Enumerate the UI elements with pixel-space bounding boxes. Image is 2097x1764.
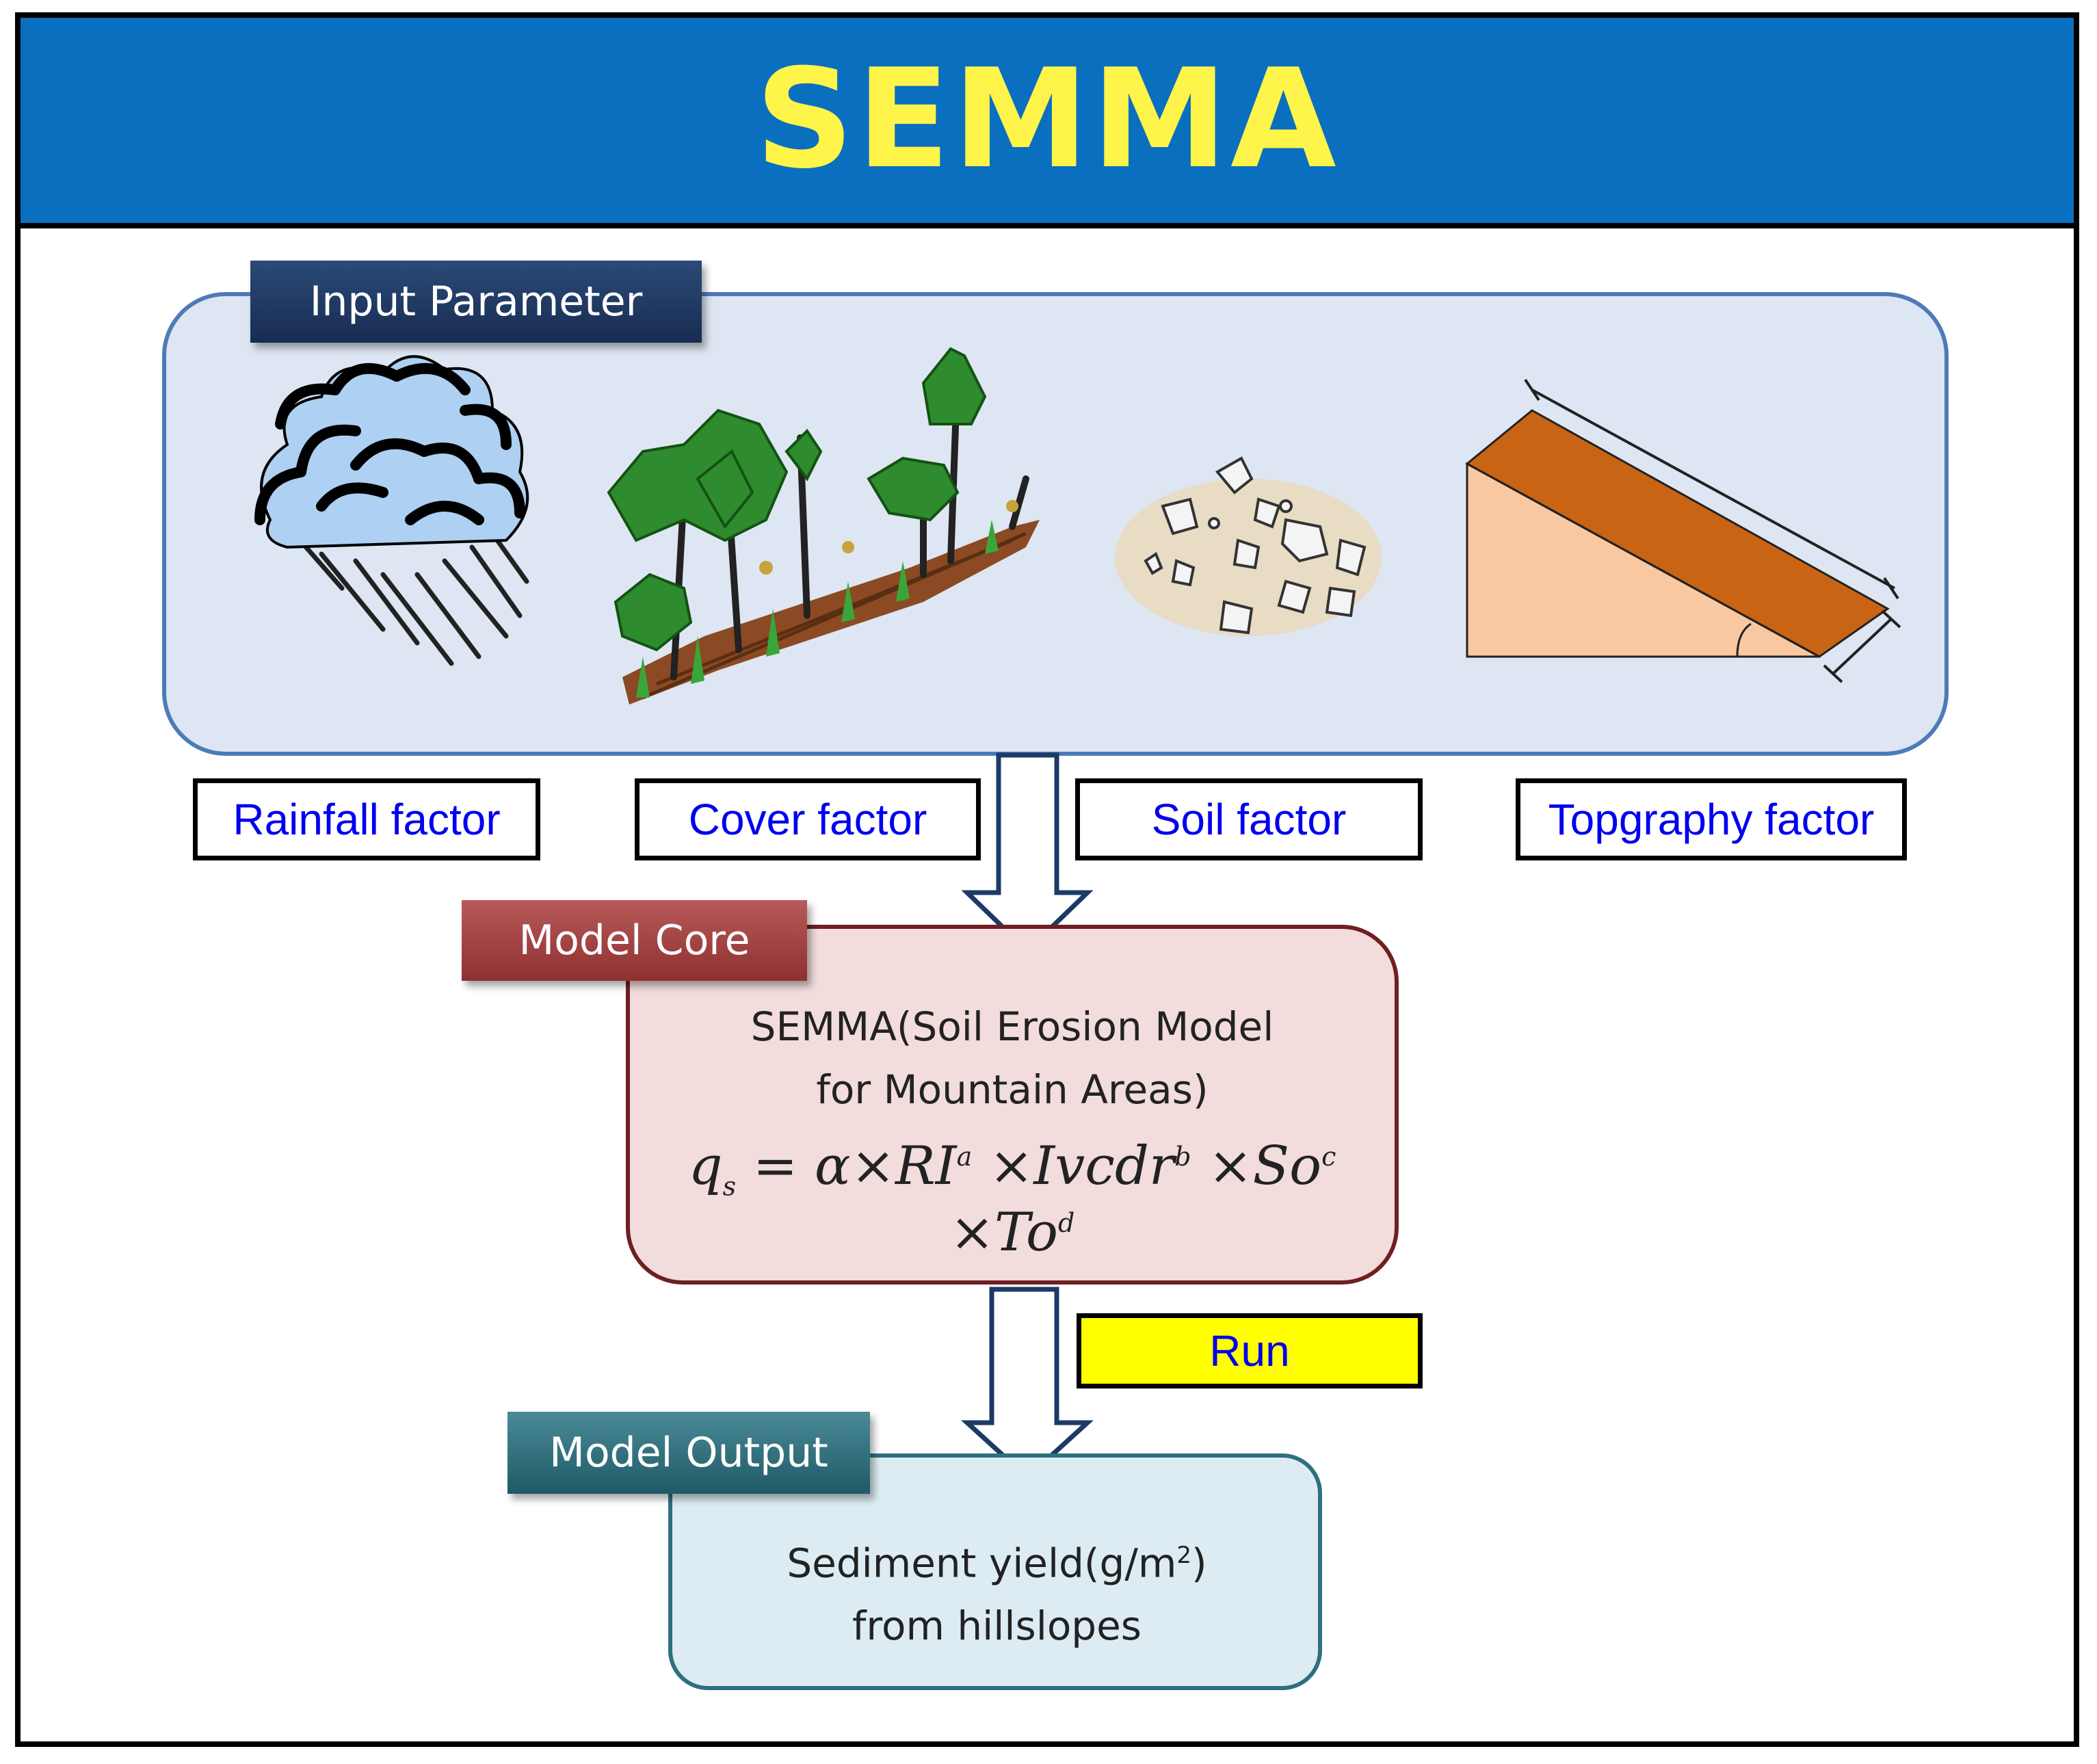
output-line-1-text: Sediment yield(g/m (787, 1540, 1177, 1587)
output-unit-exponent: 2 (1176, 1542, 1192, 1569)
model-core-description: SEMMA(Soil Erosion Model for Mountain Ar… (633, 995, 1392, 1121)
formula-term-4: ×To (949, 1201, 1058, 1263)
flow-arrow-input-to-core (961, 752, 1094, 954)
model-core-panel (626, 925, 1399, 1285)
diagram-title: SEMMA (755, 40, 1339, 199)
output-line-1-close: ) (1191, 1540, 1207, 1587)
formula-lhs-subscript: s (722, 1171, 737, 1202)
formula-lhs: q (688, 1135, 723, 1197)
rainfall-factor-label: Rainfall factor (193, 778, 540, 860)
model-output-line-2: from hillslopes (852, 1603, 1142, 1650)
input-parameter-tab: Input Parameter (250, 261, 702, 343)
topography-factor-label: Topgraphy factor (1516, 778, 1907, 860)
slope-icon (1465, 378, 1901, 683)
formula-exp-d: d (1057, 1207, 1075, 1238)
formula-term-1: = α×RI (736, 1135, 957, 1197)
vegetation-icon (607, 347, 1040, 705)
cover-factor-label: Cover factor (635, 778, 981, 860)
soil-factor-label: Soil factor (1075, 778, 1423, 860)
formula-term-3: ×So (1191, 1135, 1322, 1197)
formula-exp-b: b (1174, 1142, 1191, 1172)
formula-exp-c: c (1321, 1142, 1336, 1172)
model-output-panel (668, 1453, 1322, 1690)
erosion-formula: qs = α×RIa ×Ivcdrb ×Soc ×Tod (633, 1135, 1392, 1263)
model-output-description: Sediment yield(g/m2) from hillslopes (674, 1524, 1320, 1657)
run-button[interactable]: Run (1077, 1313, 1423, 1388)
title-banner: SEMMA (21, 18, 2074, 228)
formula-term-2: ×Ivcdr (972, 1135, 1175, 1197)
model-output-tab: Model Output (507, 1412, 870, 1494)
formula-exp-a: a (956, 1142, 973, 1172)
soil-particles-icon (1115, 456, 1382, 636)
model-output-line-1: Sediment yield(g/m2) (674, 1524, 1320, 1594)
model-core-line-2: for Mountain Areas) (816, 1066, 1209, 1113)
rain-cloud-icon (254, 355, 529, 666)
model-core-line-1: SEMMA(Soil Erosion Model (750, 1003, 1274, 1050)
flow-arrow-core-to-output (960, 1287, 1094, 1481)
model-core-tab: Model Core (462, 900, 807, 981)
